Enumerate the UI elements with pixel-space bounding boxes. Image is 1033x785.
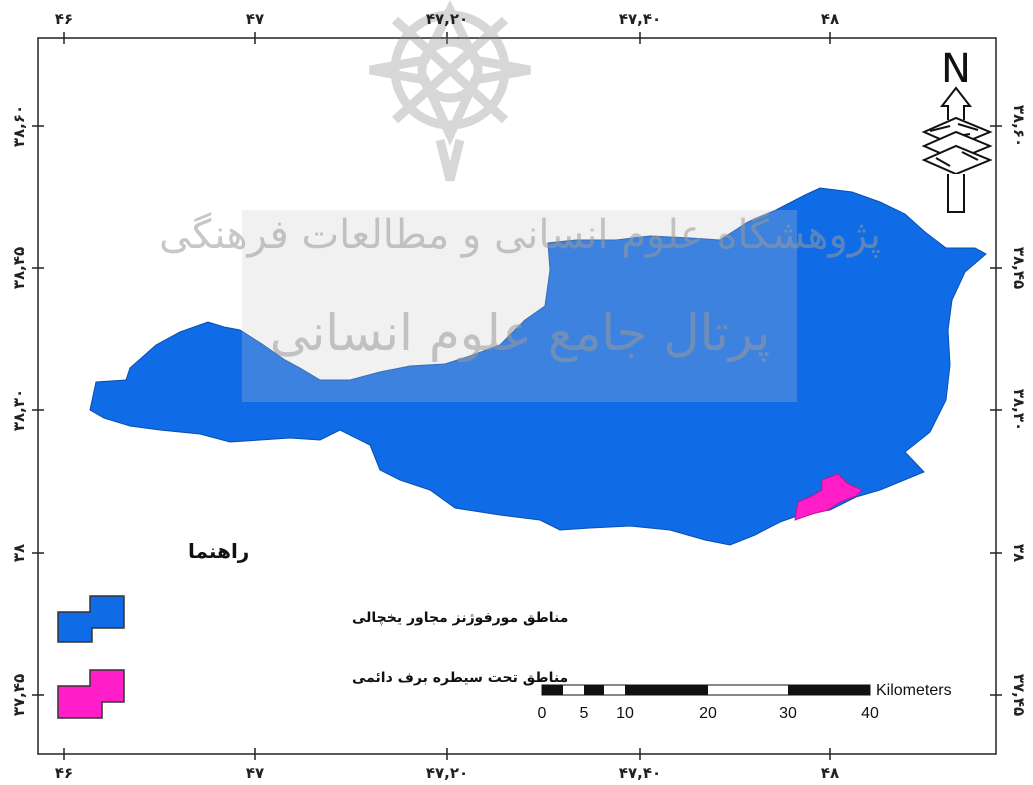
graticule-ticks bbox=[32, 32, 1002, 760]
watermark-band bbox=[242, 210, 797, 402]
legend: راهنما مناطق مورفوژنز مجاور یخچالی مناطق… bbox=[57, 539, 568, 719]
legend-swatch-snow bbox=[57, 669, 125, 719]
top-tick-labels: ۴۶ ۴۷ ۴۷,۲۰ ۴۷,۴۰ ۴۸ bbox=[55, 10, 839, 28]
permanent-snow-area bbox=[794, 473, 863, 521]
tick-label: ۴۷ bbox=[246, 764, 264, 782]
tick-label: ۴۷,۴۰ bbox=[619, 10, 661, 28]
watermark-text-1: پژوهشگاه علوم انسانی و مطالعات فرهنگی bbox=[159, 212, 881, 258]
scale-label: 20 bbox=[699, 705, 717, 722]
tick-label: ۴۷ bbox=[246, 10, 264, 28]
scale-label: 5 bbox=[580, 705, 589, 722]
watermark-seal-icon bbox=[369, 0, 531, 182]
tick-label: ۳۷,۴۵ bbox=[1010, 674, 1028, 716]
tick-label: ۴۷,۲۰ bbox=[426, 10, 468, 28]
tick-label: ۳۸,۴۵ bbox=[1010, 247, 1028, 289]
scale-label: 30 bbox=[779, 705, 797, 722]
tick-label: ۴۸ bbox=[821, 764, 839, 782]
scale-label: 0 bbox=[538, 705, 547, 722]
tick-label: ۴۸ bbox=[821, 10, 839, 28]
tick-label: ۳۸ bbox=[10, 544, 28, 562]
scale-bar: Kilometers 0 5 10 20 30 40 bbox=[538, 682, 952, 722]
left-tick-labels: ۳۸,۶۰ ۳۸,۴۵ ۳۸,۳۰ ۳۸ ۳۷,۴۵ bbox=[10, 105, 28, 716]
tick-label: ۴۷,۴۰ bbox=[619, 764, 661, 782]
watermark-text-2: پرتال جامع علوم انسانی bbox=[270, 304, 771, 363]
legend-label-region: مناطق مورفوژنز مجاور یخچالی bbox=[352, 610, 568, 626]
tick-label: ۳۸,۶۰ bbox=[1010, 105, 1028, 147]
tick-label: ۳۸,۴۵ bbox=[10, 247, 28, 289]
tick-label: ۳۸,۶۰ bbox=[10, 105, 28, 147]
tick-label: ۳۸,۳۰ bbox=[1010, 389, 1028, 431]
bottom-tick-labels: ۴۶ ۴۷ ۴۷,۲۰ ۴۷,۴۰ ۴۸ bbox=[55, 764, 839, 782]
tick-label: ۴۷,۲۰ bbox=[426, 764, 468, 782]
scale-label: 40 bbox=[861, 705, 879, 722]
tick-label: ۳۷,۴۵ bbox=[10, 674, 28, 716]
periglacial-region-area bbox=[89, 187, 987, 546]
right-tick-labels: ۳۸,۶۰ ۳۸,۴۵ ۳۸,۳۰ ۳۸ ۳۷,۴۵ bbox=[1010, 105, 1028, 716]
tick-label: ۴۶ bbox=[55, 10, 73, 28]
scale-label: 10 bbox=[616, 705, 634, 722]
tick-label: ۳۸ bbox=[1010, 544, 1028, 562]
tick-label: ۴۶ bbox=[55, 764, 73, 782]
north-letter: N bbox=[941, 46, 971, 92]
legend-swatch-region bbox=[57, 595, 125, 643]
legend-label-snow: مناطق تحت سیطره برف دائمی bbox=[352, 670, 568, 686]
north-arrow-icon: N bbox=[921, 46, 993, 213]
tick-label: ۳۸,۳۰ bbox=[10, 389, 28, 431]
legend-title: راهنما bbox=[188, 539, 249, 563]
scale-unit: Kilometers bbox=[876, 682, 952, 699]
